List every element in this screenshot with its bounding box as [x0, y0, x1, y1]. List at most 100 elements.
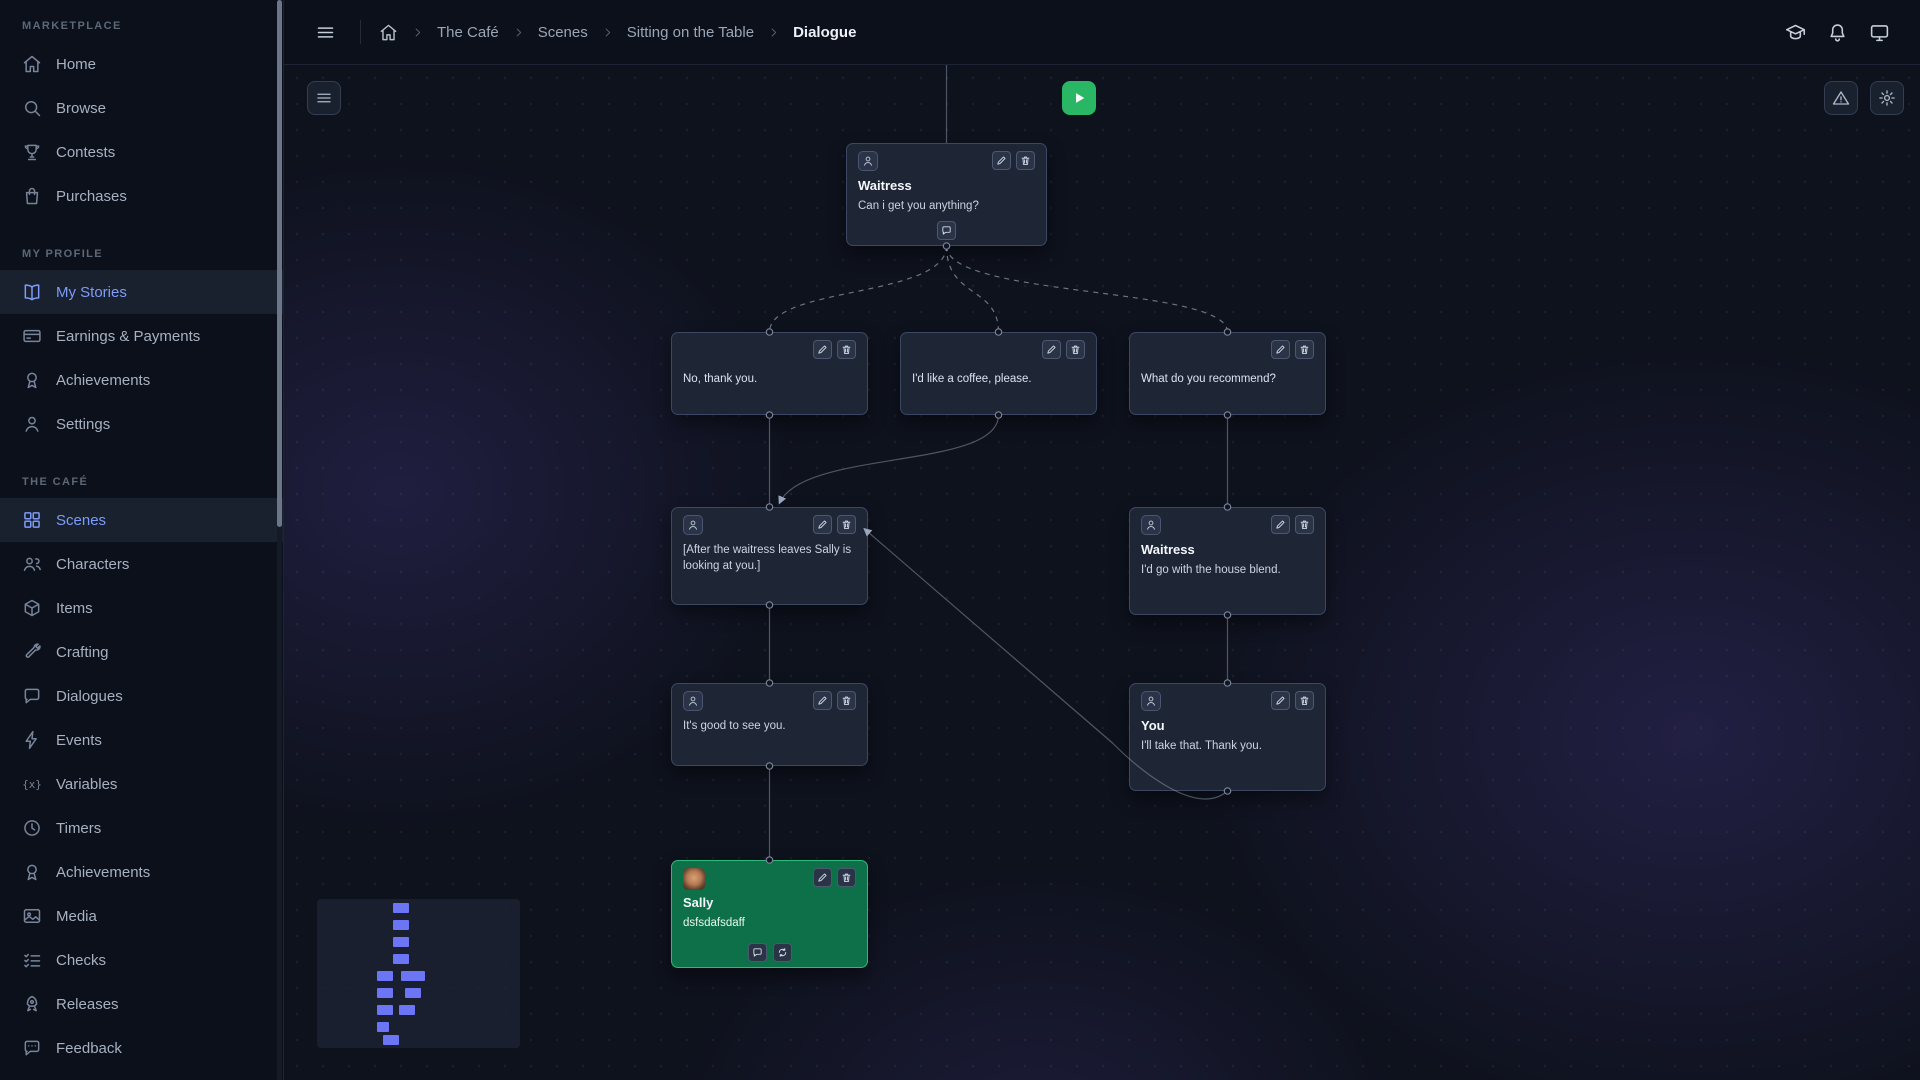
sidebar-item-achievements[interactable]: Achievements: [0, 850, 283, 894]
delete-node-button[interactable]: [837, 868, 856, 887]
medal-icon: [22, 370, 42, 390]
play-button[interactable]: [1062, 81, 1096, 115]
sidebar-item-label: Purchases: [56, 187, 127, 205]
chevron-right-icon: [601, 26, 614, 39]
minimap[interactable]: [317, 899, 520, 1048]
delete-node-button[interactable]: [1295, 515, 1314, 534]
edit-node-button[interactable]: [813, 340, 832, 359]
sidebar-item-media[interactable]: Media: [0, 894, 283, 938]
sidebar-item-my-stories[interactable]: My Stories: [0, 270, 283, 314]
minimap-node-block: [383, 1035, 399, 1045]
sidebar-item-timers[interactable]: Timers: [0, 806, 283, 850]
sidebar-item-releases[interactable]: Releases: [0, 982, 283, 1026]
pencil-icon: [817, 872, 828, 883]
delete-node-button[interactable]: [837, 691, 856, 710]
breadcrumb: The Café Scenes Sitting on the Table Dialog…: [379, 23, 856, 42]
edit-node-button[interactable]: [1271, 340, 1290, 359]
issues-button[interactable]: [1824, 81, 1858, 115]
topbar: The Café Scenes Sitting on the Table Dialog…: [284, 0, 1920, 65]
section-title: Marketplace: [22, 20, 122, 32]
trash-icon: [841, 872, 852, 883]
sidebar-item-label: Media: [56, 907, 97, 925]
sidebar-item-achievements[interactable]: Achievements: [0, 358, 283, 402]
trophy-icon: [22, 142, 42, 162]
delete-node-button[interactable]: [1016, 151, 1035, 170]
sidebar-item-crafting[interactable]: Crafting: [0, 630, 283, 674]
sidebar-item-home[interactable]: Home: [0, 42, 283, 86]
pencil-icon: [1046, 344, 1057, 355]
sidebar-item-browse[interactable]: Browse: [0, 86, 283, 130]
node-list-button[interactable]: [307, 81, 341, 115]
topbar-actions: [1778, 15, 1896, 49]
sidebar-item-label: Timers: [56, 819, 102, 837]
character-avatar: [683, 868, 705, 890]
sidebar-item-events[interactable]: Events: [0, 718, 283, 762]
sidebar-item-label: Crafting: [56, 643, 109, 661]
node-text: [After the waitress leaves Sally is look…: [683, 544, 852, 573]
checks-icon: [22, 950, 42, 970]
menu-icon: [315, 22, 336, 43]
delete-node-button[interactable]: [1066, 340, 1085, 359]
sidebar-scrollbar-thumb[interactable]: [277, 0, 282, 527]
delete-node-button[interactable]: [1295, 691, 1314, 710]
sidebar-item-feedback[interactable]: Feedback: [0, 1026, 283, 1070]
trash-icon: [1299, 344, 1310, 355]
bolt-icon: [22, 730, 42, 750]
home-icon[interactable]: [379, 23, 398, 42]
edit-node-button[interactable]: [992, 151, 1011, 170]
sidebar-item-characters[interactable]: Characters: [0, 542, 283, 586]
sidebar-scrollbar-track: [277, 0, 282, 1080]
node-choice-no[interactable]: No, thank you.: [671, 332, 868, 415]
pencil-icon: [996, 155, 1007, 166]
sidebar-item-items[interactable]: Items: [0, 586, 283, 630]
delete-node-button[interactable]: [837, 515, 856, 534]
trash-icon: [841, 519, 852, 530]
learning-button[interactable]: [1778, 15, 1812, 49]
tools-icon: [22, 642, 42, 662]
edit-node-button[interactable]: [1271, 691, 1290, 710]
node-after-waitress[interactable]: [After the waitress leaves Sally is look…: [671, 507, 868, 605]
edit-node-button[interactable]: [813, 691, 832, 710]
sidebar-item-purchases[interactable]: Purchases: [0, 174, 283, 218]
trash-icon: [841, 344, 852, 355]
edit-node-button[interactable]: [813, 868, 832, 887]
breadcrumb-item-the-caf[interactable]: The Café: [437, 23, 499, 41]
sidebar-item-contests[interactable]: Contests: [0, 130, 283, 174]
notifications-button[interactable]: [1820, 15, 1854, 49]
chat-icon[interactable]: [937, 221, 956, 240]
node-good-see-you[interactable]: It's good to see you.: [671, 683, 868, 766]
trash-icon: [1020, 155, 1031, 166]
sidebar-item-settings[interactable]: Settings: [0, 402, 283, 446]
sidebar-item-dialogues[interactable]: Dialogues: [0, 674, 283, 718]
sidebar-item-checks[interactable]: Checks: [0, 938, 283, 982]
list-icon: [315, 89, 333, 107]
box-icon: [22, 598, 42, 618]
node-choice-coffee[interactable]: I'd like a coffee, please.: [900, 332, 1097, 415]
edit-node-button[interactable]: [813, 515, 832, 534]
breadcrumb-item-dialogue[interactable]: Dialogue: [793, 23, 857, 41]
chat-icon: [22, 686, 42, 706]
canvas-settings-button[interactable]: [1870, 81, 1904, 115]
node-choice-recommend[interactable]: What do you recommend?: [1129, 332, 1326, 415]
breadcrumb-item-scenes[interactable]: Scenes: [537, 23, 588, 41]
sidebar-item-variables[interactable]: Variables: [0, 762, 283, 806]
sidebar-item-label: Earnings & Payments: [56, 327, 201, 345]
delete-node-button[interactable]: [837, 340, 856, 359]
sidebar-item-earnings-payments[interactable]: Earnings & Payments: [0, 314, 283, 358]
sidebar-item-scenes[interactable]: Scenes: [0, 498, 283, 542]
display-button[interactable]: [1862, 15, 1896, 49]
edit-node-button[interactable]: [1271, 515, 1290, 534]
delete-node-button[interactable]: [1295, 340, 1314, 359]
home-icon: [22, 54, 42, 74]
chat-icon[interactable]: [747, 943, 767, 962]
chat-loop-icon[interactable]: [772, 943, 792, 962]
pencil-icon: [1275, 519, 1286, 530]
breadcrumb-item-sitting-on-the-table[interactable]: Sitting on the Table: [626, 23, 755, 41]
menu-button[interactable]: [308, 15, 342, 49]
edit-node-button[interactable]: [1042, 340, 1061, 359]
